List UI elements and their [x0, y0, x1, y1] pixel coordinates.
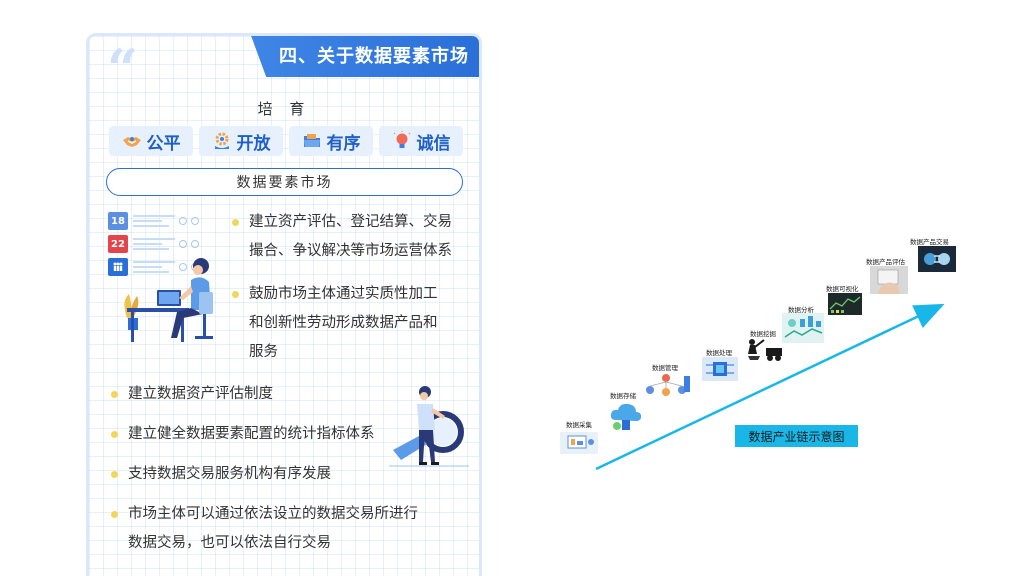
- step-label: 数据存储: [610, 392, 636, 400]
- pill-label: 开放: [236, 133, 271, 154]
- chain-caption: 数据产业链示意图: [748, 429, 845, 444]
- data-collect-icon: [560, 432, 598, 454]
- calendar-row: 18: [108, 211, 200, 231]
- lightbulb-icon: [392, 131, 411, 148]
- pill-integrity: 诚信: [379, 126, 463, 156]
- pill-order: 有序: [289, 126, 373, 156]
- calendar-number: 18: [108, 212, 128, 230]
- pill-label: 公平: [146, 133, 181, 154]
- bullet-item: 支持数据交易服务机构有序发展: [111, 460, 331, 489]
- processor-icon: [702, 357, 738, 381]
- person-at-desk-illustration: [124, 258, 213, 342]
- calendar-row: 22: [108, 234, 200, 254]
- bullet-item: 鼓励市场主体通过实质性加工 和创新性劳动形成数据产品和 服务: [232, 280, 438, 367]
- calendar-number: 22: [108, 235, 128, 253]
- trade-icon: [918, 246, 956, 272]
- step-label: 数据产品交易: [910, 238, 949, 246]
- quote-mark-icon: “: [107, 37, 139, 101]
- visualization-icon: [828, 293, 862, 315]
- people-icon: [108, 258, 128, 276]
- chain-caption-box: 数据产业链示意图: [735, 425, 858, 447]
- cloud-storage-icon: [610, 403, 642, 430]
- pill-open: 开放: [199, 126, 283, 156]
- gear-hand-icon: [214, 132, 229, 149]
- mining-icon: [748, 339, 782, 361]
- bullet-item: 建立资产评估、登记结算、交易 撮合、争议解决等市场运营体系: [232, 208, 452, 266]
- bullet-item: 建立健全数据要素配置的统计指标体系: [111, 420, 375, 449]
- folder-icon: [303, 134, 320, 147]
- data-market-bar: 数据要素市场: [106, 168, 463, 196]
- bullet-item: 建立数据资产评估制度: [111, 380, 273, 409]
- evaluation-icon: [870, 266, 908, 294]
- pill-fair: 公平: [109, 126, 193, 156]
- magnifier-person-illustration: [389, 386, 469, 467]
- step-label: 数据处理: [706, 349, 732, 357]
- section-title: 四、关于数据要素市场: [279, 46, 469, 67]
- people-network-icon: [646, 374, 690, 396]
- step-label: 数据挖掘: [750, 330, 776, 338]
- step-label: 数据管理: [652, 364, 678, 372]
- pill-label: 诚信: [416, 133, 451, 154]
- pill-label: 有序: [326, 133, 361, 154]
- cultivate-heading: 培 育: [257, 100, 311, 118]
- step-label: 数据分析: [788, 306, 814, 314]
- section-title-tab: 四、关于数据要素市场: [250, 36, 479, 77]
- handshake-icon: [122, 137, 141, 147]
- step-label: 数据采集: [566, 421, 592, 429]
- step-label: 数据可视化: [826, 285, 859, 293]
- bullet-item: 市场主体可以通过依法设立的数据交易所进行 数据交易，也可以依法自行交易: [111, 500, 418, 558]
- step-label: 数据产品评估: [866, 258, 905, 266]
- principle-pills: 公平 开放 有序: [109, 126, 463, 156]
- calendar-row: [108, 257, 200, 277]
- analysis-icon: [782, 313, 824, 343]
- data-market-card: “ 四、关于数据要素市场 培 育 公平 开放: [86, 33, 482, 576]
- data-market-label: 数据要素市场: [236, 175, 333, 191]
